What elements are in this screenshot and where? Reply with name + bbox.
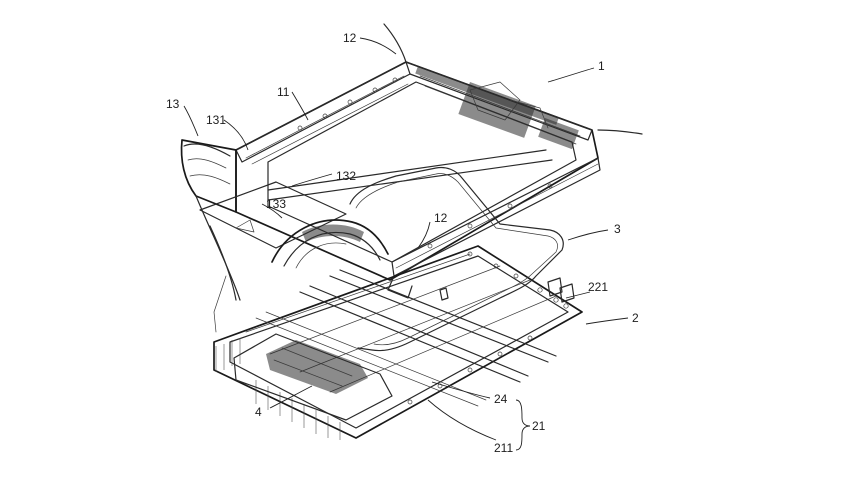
label-131: 131 [206,113,226,127]
seal-loop [349,166,564,352]
label-13: 13 [166,97,180,111]
leader-lines [183,37,629,451]
label-12-mid: 12 [434,211,448,225]
label-3: 3 [614,222,621,236]
front-body-section [180,139,389,333]
label-24: 24 [494,392,508,406]
label-133: 133 [266,197,286,211]
label-1: 1 [598,59,605,73]
label-2: 2 [632,311,639,325]
label-11: 11 [277,85,290,99]
label-221: 221 [588,280,608,294]
battery-tray [213,245,583,440]
label-132: 132 [336,169,356,183]
label-21: 21 [532,419,546,433]
label-4: 4 [255,405,262,419]
label-211: 211 [494,441,513,455]
body-floor-frame [235,23,643,299]
label-12-top: 12 [343,31,357,45]
reference-numerals: 1 12 11 13 131 132 133 12 3 221 2 4 24 2… [166,31,639,455]
